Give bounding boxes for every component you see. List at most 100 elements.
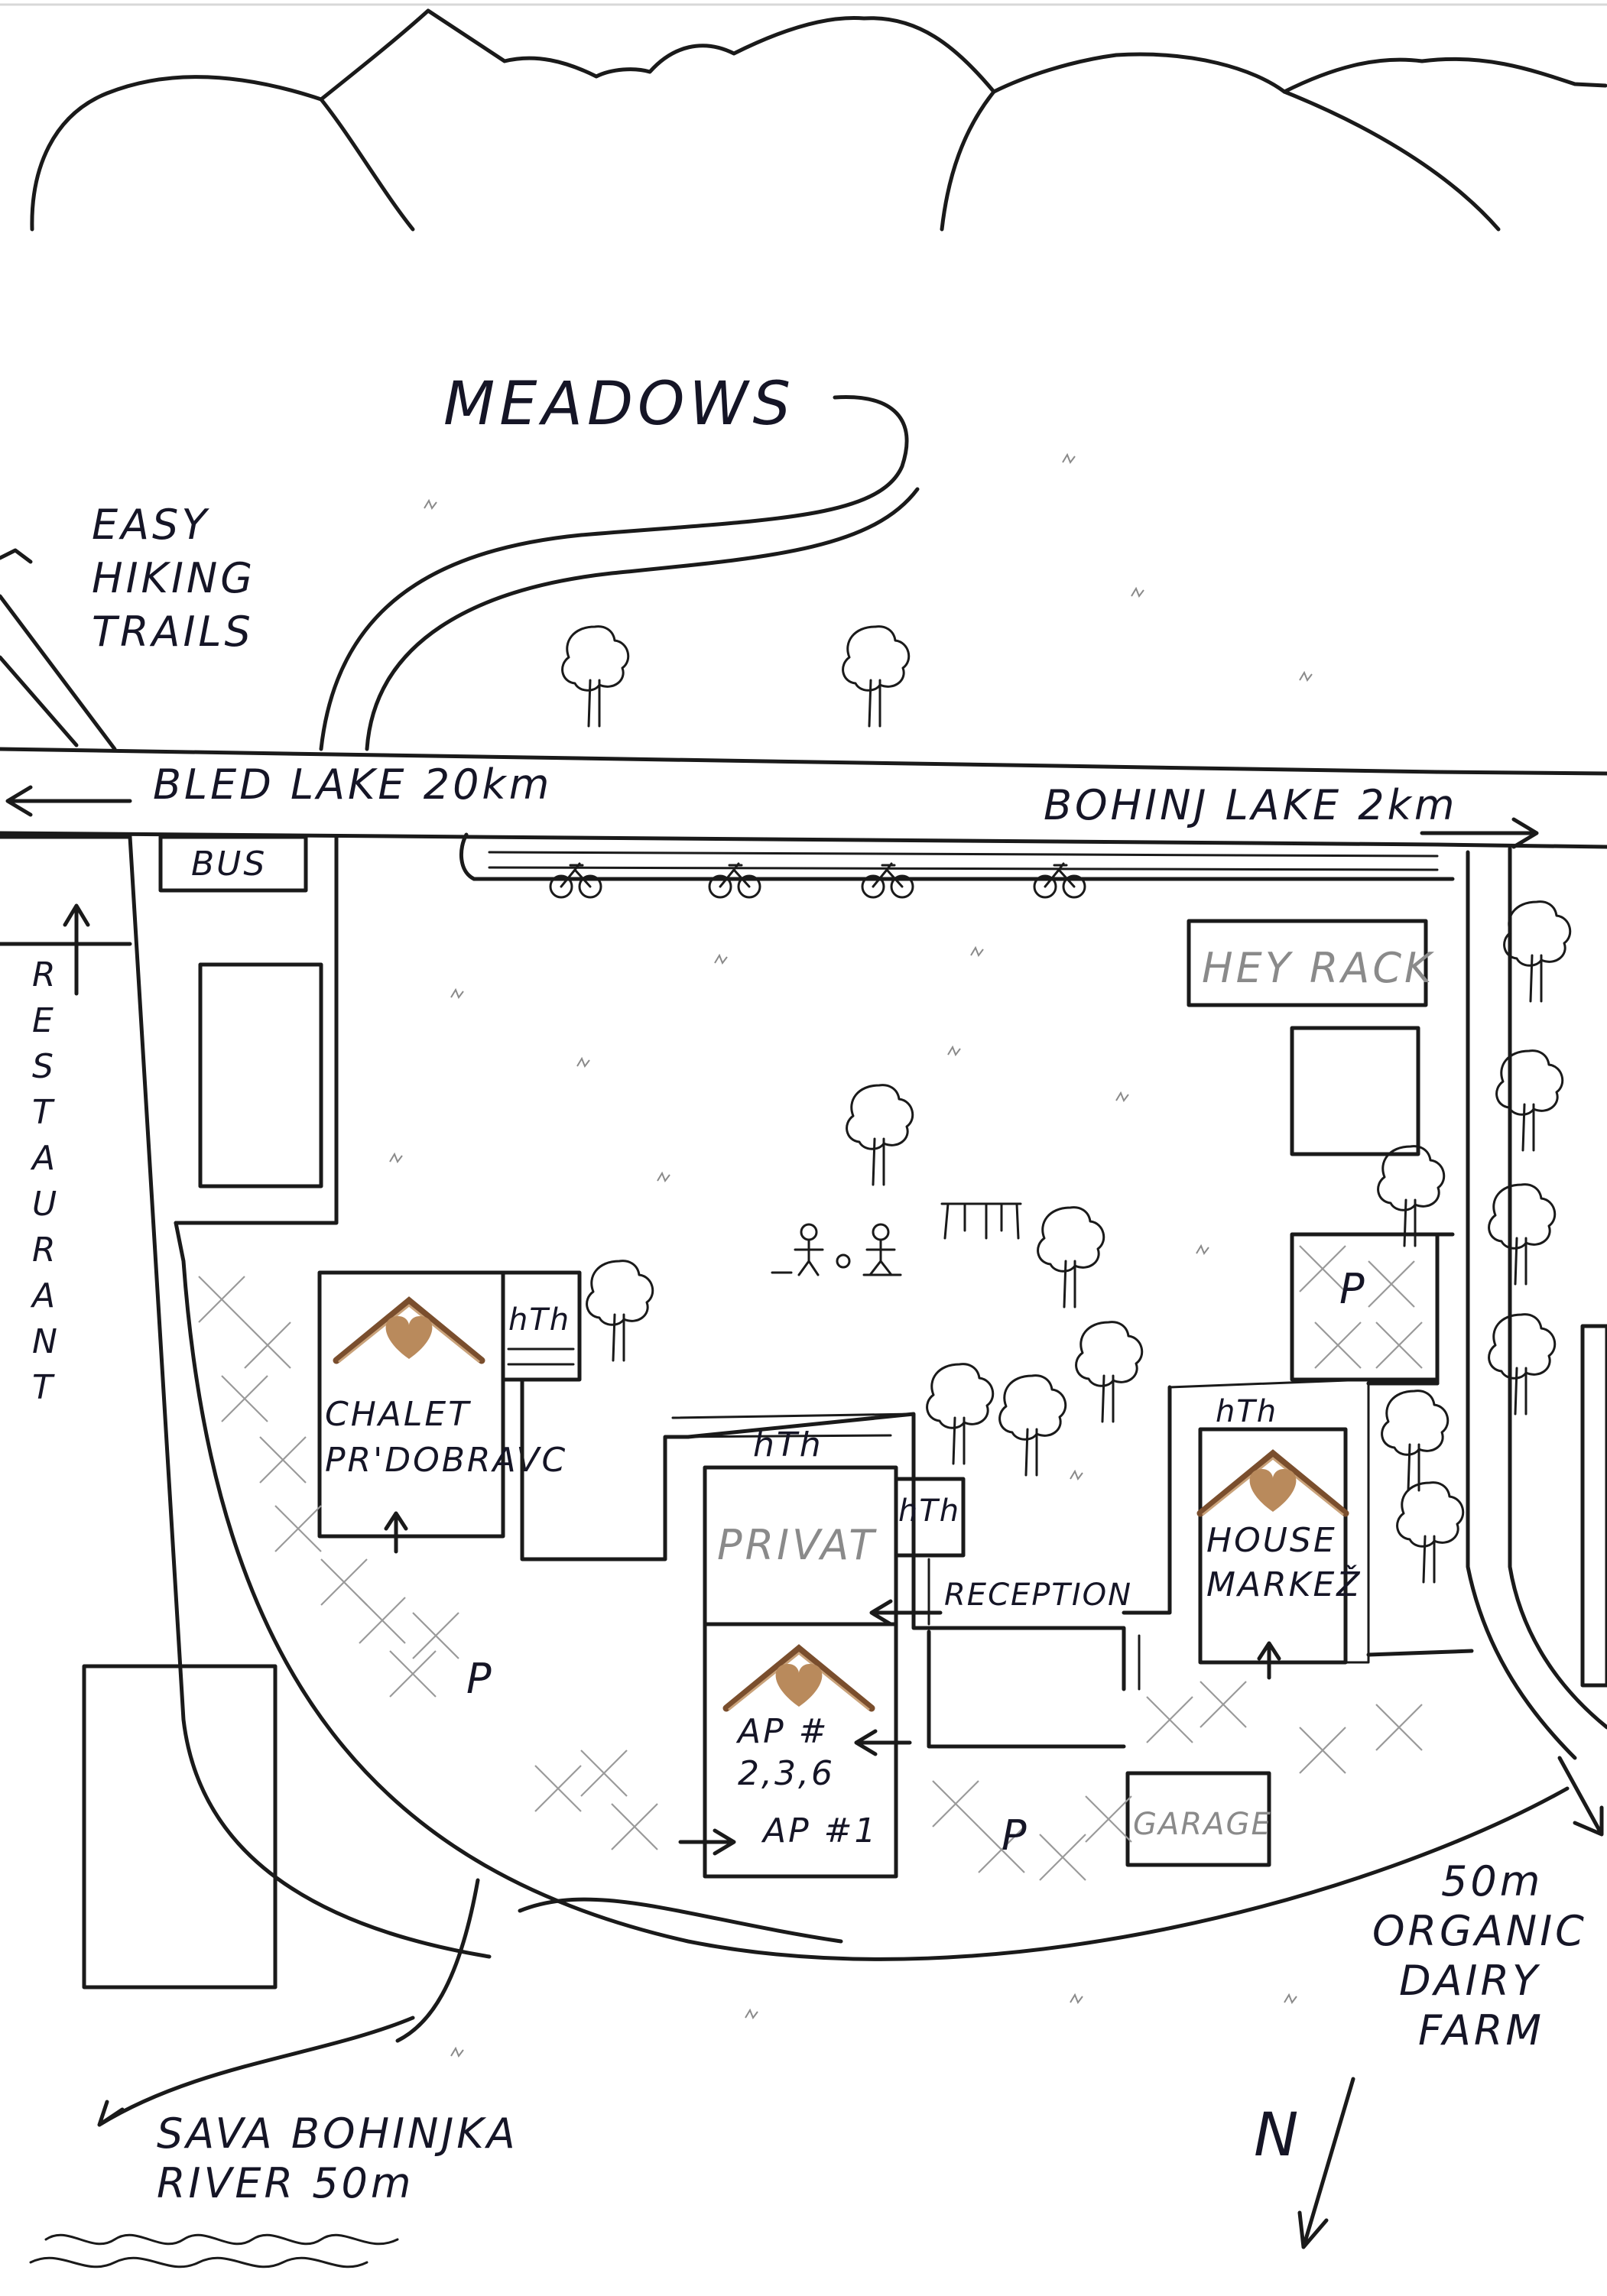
svg-text:DAIRY: DAIRY [1399, 1957, 1540, 2005]
svg-text:MARKEŽ: MARKEŽ [1206, 1564, 1362, 1604]
building-lower-left [82, 1664, 278, 1990]
parking-area-left [197, 1275, 659, 1851]
svg-text:HOUSE: HOUSE [1206, 1521, 1337, 1560]
tree-icon [1377, 1145, 1446, 1247]
water-waves-icon [29, 2233, 399, 2268]
garage [1125, 1771, 1271, 1867]
tree-icon [842, 625, 911, 728]
building-left [198, 962, 323, 1189]
label-ap1: AP #1 [761, 1811, 878, 1850]
tree-icon [586, 1260, 654, 1362]
svg-text:hTh: hTh [508, 1302, 570, 1338]
right-road-inner [1466, 850, 1577, 1760]
tree-icon [926, 1363, 995, 1465]
terrace-chalet [501, 1270, 582, 1382]
svg-text:A: A [30, 1276, 57, 1315]
north-arrow-icon: N [1254, 2077, 1355, 2249]
label-hey-rack: HEY RACK [1202, 944, 1434, 992]
arrow-right-icon [1420, 817, 1539, 849]
label-bohinj-lake: BOHINJ LAKE 2km [1044, 781, 1458, 829]
arrow-up-icon [63, 903, 90, 996]
svg-text:hTh: hTh [1216, 1394, 1277, 1429]
label-reception: RECEPTION [944, 1578, 1132, 1613]
label-meadows: MEADOWS [443, 370, 795, 439]
grass-tufts [389, 452, 1313, 2058]
hey-rack [1187, 919, 1428, 1007]
svg-text:N: N [32, 1322, 60, 1361]
heart-roof-logo [336, 1301, 482, 1362]
terrace-privat [894, 1477, 966, 1558]
arrow-up-icon [384, 1511, 408, 1554]
svg-text:ORGANIC: ORGANIC [1372, 1907, 1587, 1955]
right-road-outer [1508, 846, 1607, 1730]
easy-hiking-trails: EASY HIKING TRAILS [0, 501, 255, 751]
svg-text:AP #: AP # [735, 1712, 829, 1751]
arrow-right-icon [678, 1828, 736, 1856]
swing-set-icon [940, 1202, 1022, 1240]
svg-text:R: R [32, 955, 58, 994]
main-road [0, 747, 1607, 849]
heart-roof-logo [1200, 1454, 1346, 1515]
label-river: SAVA BOHINJKA [157, 2110, 518, 2158]
svg-text:S: S [32, 1047, 56, 1086]
tree-icon [1396, 1481, 1465, 1584]
parking-sign: P [466, 1655, 495, 1703]
house-markez [1198, 1427, 1348, 1665]
svg-text:U: U [32, 1185, 59, 1224]
tree-icon [1037, 1206, 1105, 1309]
tree-icon [1381, 1390, 1450, 1492]
bus-stop [158, 835, 308, 893]
label-bled-lake: BLED LAKE 20km [153, 760, 552, 809]
label-restaurant: R E S T A U R A N T [30, 955, 60, 1407]
svg-text:TRAILS: TRAILS [92, 608, 254, 656]
svg-text:EASY: EASY [92, 501, 209, 549]
playground-figures-icon [771, 1223, 902, 1276]
apartments-building [703, 1622, 898, 1879]
tree-icon [1503, 900, 1572, 1003]
label-river: RIVER 50m [157, 2159, 414, 2207]
svg-text:T: T [32, 1368, 55, 1407]
heart-roof-logo [726, 1649, 872, 1710]
svg-text:N: N [1254, 2101, 1303, 2170]
svg-text:PR'DOBRAVC: PR'DOBRAVC [325, 1441, 567, 1480]
arrow-up-icon [1257, 1641, 1281, 1680]
building-far-right [1580, 1324, 1607, 1688]
label-bus: BUS [191, 845, 267, 884]
left-road-outer [128, 835, 492, 1959]
tree-icon [1495, 1049, 1564, 1152]
river-road [395, 1878, 843, 2043]
svg-text:R: R [32, 1231, 58, 1270]
label-organic-dairy-farm: 50m ORGANIC DAIRY FARM [1372, 1857, 1587, 2054]
mountain-ridge [0, 3, 1607, 232]
arrow-down-right-icon [1557, 1756, 1604, 1837]
property-road-inner [174, 1221, 1570, 1961]
arrow-left-icon [5, 785, 132, 817]
label-garage: GARAGE [1133, 1807, 1272, 1842]
svg-text:50m: 50m [1441, 1857, 1543, 1905]
meadows-path-edge [365, 487, 920, 751]
tree-icon [1488, 1183, 1557, 1286]
parking-sign: P [1339, 1265, 1368, 1313]
parking-sign: P [1002, 1811, 1030, 1860]
meadows-path [319, 395, 909, 751]
tree-icon [846, 1084, 914, 1186]
tree-icon [998, 1374, 1067, 1477]
svg-text:PRIVAT: PRIVAT [717, 1521, 877, 1569]
svg-text:HIKING: HIKING [92, 554, 255, 602]
svg-text:CHALET: CHALET [325, 1395, 471, 1434]
hedge-bar [459, 832, 1455, 881]
building-right [1290, 1026, 1420, 1156]
arrow-left-icon [854, 1729, 912, 1756]
svg-text:hTh: hTh [753, 1425, 823, 1464]
svg-text:A: A [30, 1139, 57, 1178]
chalet-pr-dobravc [317, 1270, 505, 1539]
svg-text:2,3,6: 2,3,6 [738, 1754, 835, 1793]
svg-text:hTh: hTh [898, 1493, 960, 1529]
svg-text:T: T [32, 1093, 55, 1132]
tree-icon [1075, 1321, 1144, 1423]
tree-icon [1488, 1313, 1557, 1416]
svg-text:E: E [32, 1001, 56, 1040]
tree-icon [561, 625, 630, 728]
